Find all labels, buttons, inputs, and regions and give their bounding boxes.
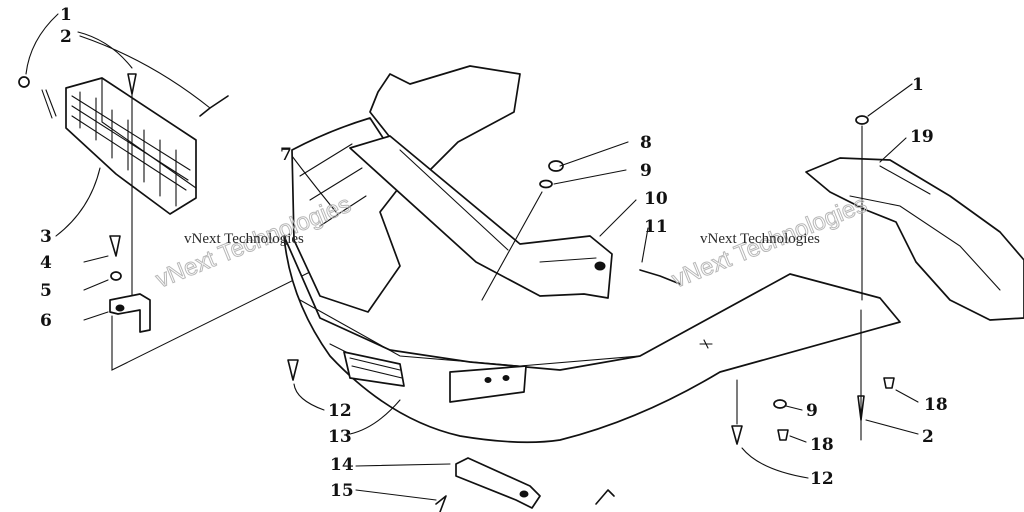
screw-2b <box>199 95 229 117</box>
washer-5 <box>110 271 122 281</box>
callout-15: 15 <box>330 481 354 501</box>
callout-18a: 18 <box>810 435 834 455</box>
callout-18b: 18 <box>924 395 948 415</box>
mount-plate <box>449 365 527 403</box>
screw-12b <box>731 425 743 445</box>
callout-3: 3 <box>40 227 52 247</box>
leader-lines <box>25 13 919 501</box>
screw-12a <box>287 359 299 381</box>
callout-1a: 1 <box>60 5 72 25</box>
callouts: 1 2 3 4 5 6 7 8 9 10 11 1 19 12 13 14 15… <box>40 5 948 501</box>
callout-9b: 9 <box>806 401 818 421</box>
callout-1b: 1 <box>912 75 924 95</box>
callout-12a: 12 <box>328 401 352 421</box>
callout-11: 11 <box>644 217 668 237</box>
callout-19: 19 <box>910 127 934 147</box>
screw-4 <box>109 235 121 257</box>
washer-9 <box>539 179 553 189</box>
bracket-10 <box>349 135 613 299</box>
callout-7: 7 <box>280 145 292 165</box>
nut-18b <box>883 377 895 389</box>
bracket-6 <box>109 293 151 333</box>
callout-2a: 2 <box>60 27 72 47</box>
callout-9a: 9 <box>640 161 652 181</box>
callout-5: 5 <box>40 281 52 301</box>
nose-pan-13 <box>283 235 901 444</box>
washer-1 <box>18 76 30 88</box>
callout-10: 10 <box>644 189 668 209</box>
nut-18a <box>777 429 789 441</box>
fender-assembly <box>805 115 1024 321</box>
hood-assembly <box>283 65 901 444</box>
screw-lower <box>595 489 615 505</box>
callout-4: 4 <box>40 253 52 273</box>
watermark-line-left: vNext Technologies <box>184 231 304 247</box>
washer-1b <box>855 115 869 125</box>
callout-2b: 2 <box>922 427 934 447</box>
rivet-11 <box>639 269 681 285</box>
hardware <box>287 160 895 512</box>
callout-8: 8 <box>640 133 652 153</box>
screw-2 <box>127 73 137 95</box>
callout-14: 14 <box>330 455 354 475</box>
callout-6: 6 <box>40 311 52 331</box>
nut-8 <box>548 160 564 172</box>
washer-9b <box>773 399 787 409</box>
screw-15 <box>435 495 447 512</box>
watermark-line-right: vNext Technologies <box>700 231 820 247</box>
callout-13: 13 <box>328 427 352 447</box>
reflector-assembly <box>18 73 319 371</box>
callout-12b: 12 <box>810 469 834 489</box>
strap-14 <box>455 457 541 509</box>
